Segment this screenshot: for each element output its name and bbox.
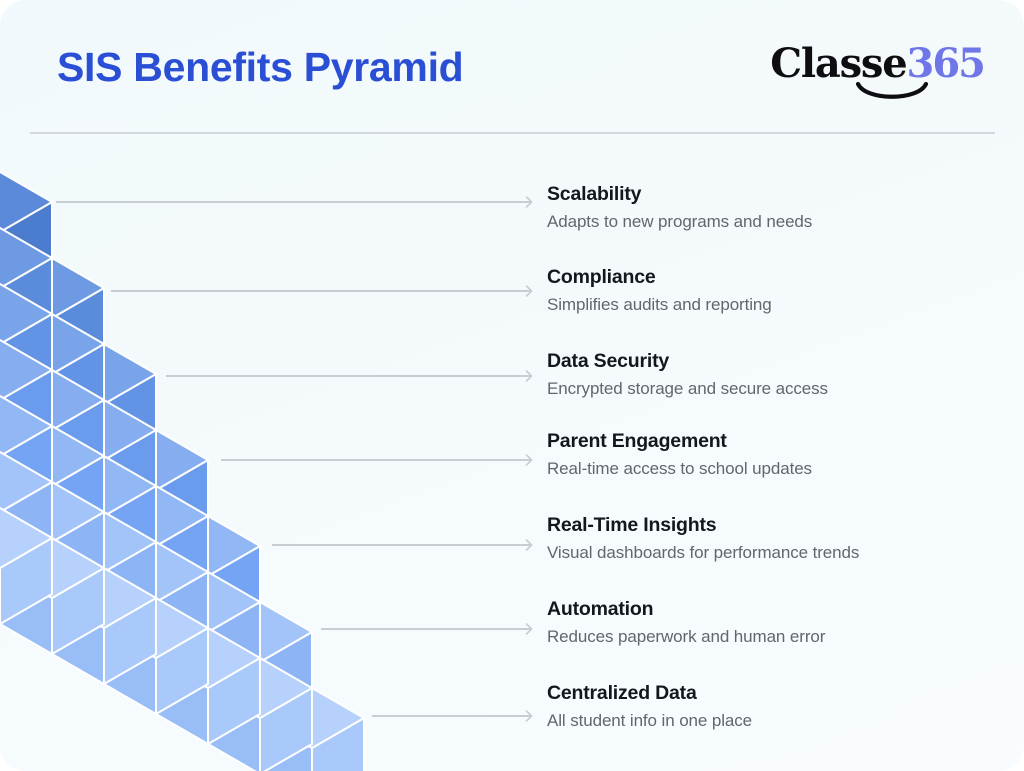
logo-word-365: 365: [906, 40, 986, 87]
benefit-title: Scalability: [547, 183, 642, 205]
benefit-connector: [321, 623, 533, 635]
brand-logo[interactable]: Classe365: [770, 40, 986, 104]
benefit-title: Parent Engagement: [547, 430, 727, 452]
connector-line: [272, 544, 532, 546]
benefit-title: Data Security: [547, 350, 670, 372]
arrow-right-icon: [525, 370, 533, 382]
arrow-right-icon: [525, 539, 533, 551]
connector-line: [56, 201, 532, 203]
benefit-connector: [272, 539, 533, 551]
logo-word-classe: Classe: [770, 40, 907, 87]
benefit-title: Compliance: [547, 266, 656, 288]
arrow-right-icon: [525, 196, 533, 208]
header-divider: [30, 132, 995, 134]
benefit-connector: [372, 710, 533, 722]
connector-line: [321, 628, 532, 630]
isometric-pyramid-graphic: [0, 171, 365, 771]
connector-line: [372, 715, 532, 717]
benefit-title: Centralized Data: [547, 682, 697, 704]
arrow-right-icon: [525, 454, 533, 466]
arrow-right-icon: [525, 285, 533, 297]
benefit-description: Adapts to new programs and needs: [547, 212, 813, 231]
benefit-connector: [111, 285, 533, 297]
page-title: SIS Benefits Pyramid: [57, 44, 464, 90]
benefit-description: Real-time access to school updates: [547, 459, 812, 478]
benefit-connector: [166, 370, 533, 382]
benefit-description: Simplifies audits and reporting: [547, 295, 772, 314]
arrow-right-icon: [525, 623, 533, 635]
benefit-title: Real-Time Insights: [547, 514, 717, 536]
benefit-description: Visual dashboards for performance trends: [547, 543, 860, 562]
connector-line: [221, 459, 532, 461]
benefit-description: Encrypted storage and secure access: [547, 379, 828, 398]
benefit-description: All student info in one place: [547, 711, 753, 730]
logo-text: Classe365: [770, 40, 986, 87]
pyramid-cube: [0, 507, 53, 625]
benefit-connector: [56, 196, 533, 208]
benefit-title: Automation: [547, 598, 654, 620]
arrow-right-icon: [525, 710, 533, 722]
connector-line: [111, 290, 532, 292]
connector-line: [166, 375, 532, 377]
benefit-description: Reduces paperwork and human error: [547, 627, 826, 646]
smile-curve-icon: [856, 82, 929, 99]
header: SIS Benefits Pyramid Classe365: [0, 0, 1024, 134]
benefit-connector: [221, 454, 533, 466]
